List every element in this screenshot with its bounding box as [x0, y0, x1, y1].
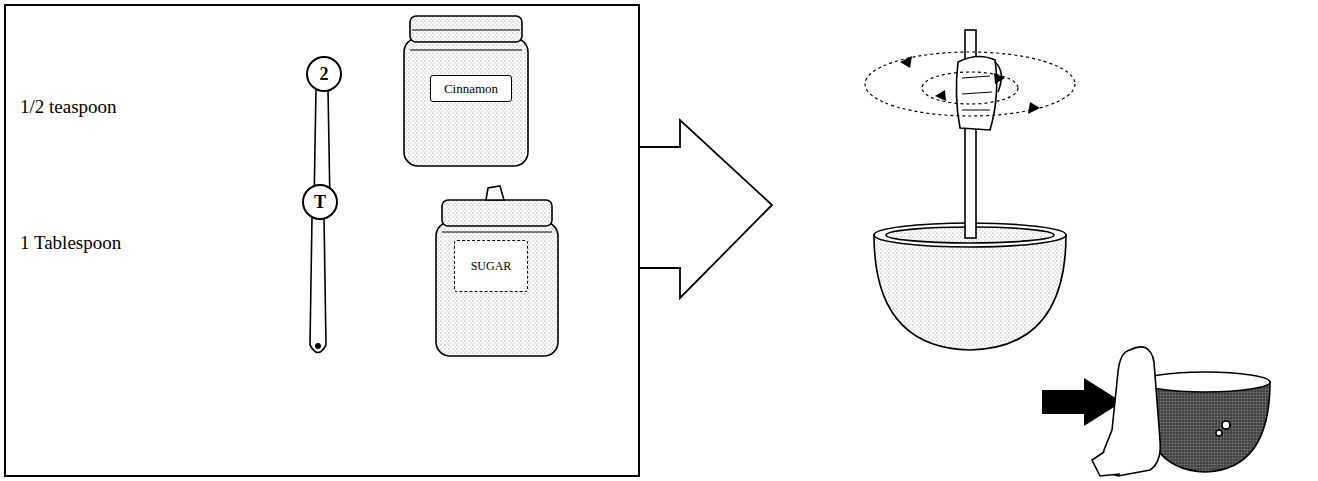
measure-label: 1 Tablespoon: [20, 232, 121, 254]
mixing-bowl: [874, 223, 1066, 350]
stir-arrowheads: [900, 56, 1040, 114]
spoon-head: T: [302, 184, 338, 220]
stirring-hand: [956, 30, 1001, 238]
item-label: Cinnamon: [431, 81, 511, 97]
cinnamon-jar: [404, 16, 528, 166]
item-label: 2: [308, 64, 340, 85]
jar-label: SUGAR: [454, 240, 528, 292]
spoon-handle: [310, 217, 326, 353]
measure-label: 1/2 teaspoon: [20, 96, 117, 118]
stir-motion: [865, 52, 1075, 116]
sugar-jar: [436, 186, 558, 356]
pushing-hand: [1092, 347, 1160, 476]
push-arrow: [1042, 378, 1122, 426]
jar-label: Cinnamon: [430, 75, 512, 102]
ingredient-panel: 1/2 teaspoon 1 Tablespoon 2CinnamonT SUGAR: [4, 4, 640, 477]
spoon-head: 2: [306, 56, 342, 92]
flow-arrow: [640, 120, 772, 298]
item-label: SUGAR: [455, 259, 527, 274]
item-label: T: [304, 192, 336, 213]
